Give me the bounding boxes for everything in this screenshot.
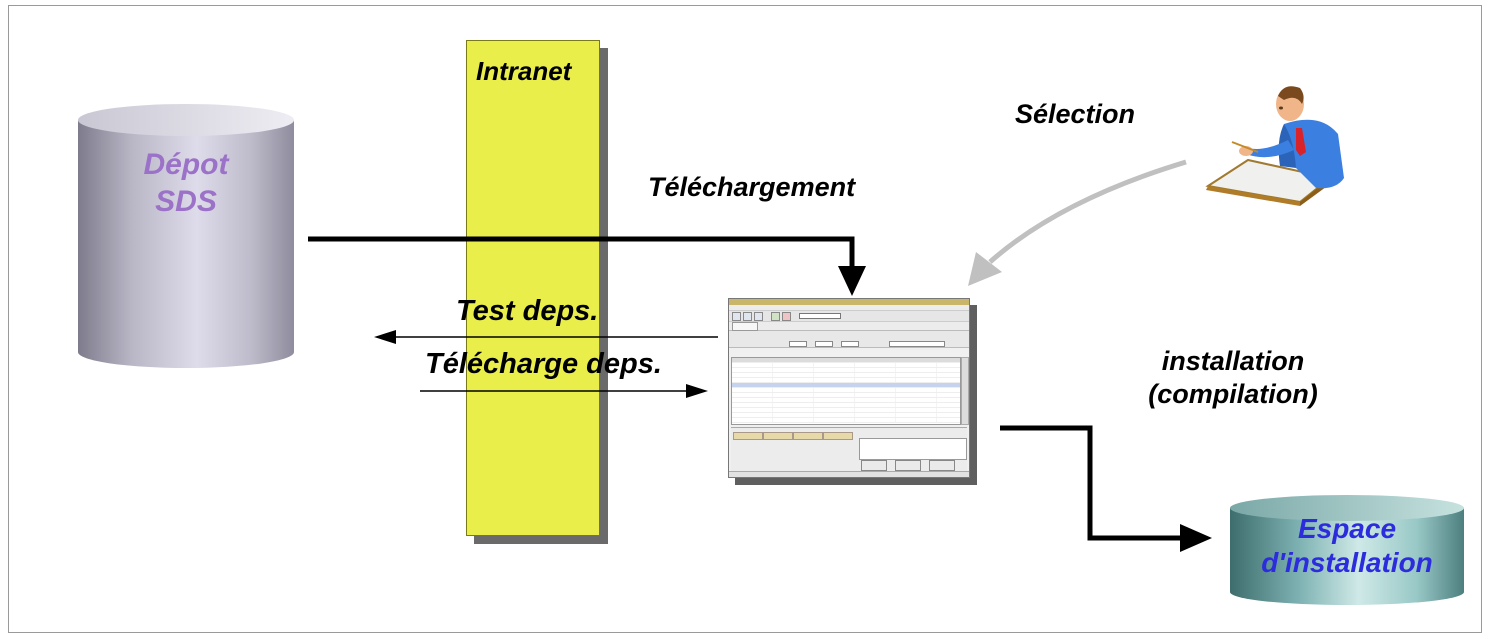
app-list-row (732, 393, 960, 398)
app-action-button (895, 460, 921, 471)
app-toolbar-icon (743, 311, 752, 321)
app-statusbar (729, 471, 969, 477)
app-package-list (731, 357, 961, 425)
app-list-row (732, 418, 960, 423)
telecharge-deps-label: Télécharge deps. (425, 348, 662, 380)
app-description-box (859, 438, 967, 460)
selection-arrow (968, 159, 1187, 286)
app-window-screenshot (728, 298, 970, 478)
telechargement-label: Téléchargement (648, 172, 856, 202)
app-list-row (732, 408, 960, 413)
app-list-row (732, 373, 960, 378)
app-details-panel (731, 427, 967, 472)
app-toolbar-combo (799, 313, 841, 319)
app-list-row (732, 398, 960, 403)
app-scrollbar (961, 357, 969, 425)
selection-label: Sélection (1015, 99, 1136, 129)
app-details-tab (823, 432, 853, 440)
intranet-label: Intranet (476, 56, 572, 86)
app-toolbar-icon (754, 311, 763, 321)
app-filter-field (815, 341, 833, 347)
app-list-row (732, 388, 960, 393)
espace-cylinder (1230, 495, 1464, 605)
app-details-tab (763, 432, 793, 440)
app-filter-field (889, 341, 945, 347)
app-list-row (732, 383, 960, 388)
intranet-bar (466, 40, 600, 536)
telecharge-deps-arrow (420, 384, 708, 398)
app-toolbar (729, 311, 969, 322)
app-list-row (732, 403, 960, 408)
app-action-button (929, 460, 955, 471)
app-filter-field (789, 341, 807, 347)
telechargement-arrow (308, 236, 866, 296)
test-deps-arrow (374, 330, 718, 344)
app-list-row (732, 358, 960, 363)
app-tab (732, 322, 758, 331)
app-toolbar-icon (732, 311, 741, 321)
depot-cylinder (78, 104, 294, 368)
app-toolbar-icon (782, 311, 791, 321)
installation-label: installation (compilation) (1148, 346, 1318, 409)
espace-label: Espace d'installation (1261, 513, 1433, 579)
app-details-tab (733, 432, 763, 440)
test-deps-label: Test deps. (456, 295, 599, 327)
app-titlebar (729, 299, 969, 305)
depot-label: Dépot SDS (143, 148, 229, 218)
app-list-row (732, 363, 960, 368)
person-writing-at-desk-icon (1205, 86, 1344, 206)
app-filter-field (841, 341, 859, 347)
app-list-row (732, 413, 960, 418)
app-list-row (732, 378, 960, 383)
app-menubar (729, 305, 969, 311)
app-details-tab (793, 432, 823, 440)
app-action-button (861, 460, 887, 471)
app-tabs (729, 322, 969, 331)
app-toolbar-icon (771, 311, 780, 321)
installation-arrow (1000, 425, 1212, 552)
app-list-row (732, 368, 960, 373)
